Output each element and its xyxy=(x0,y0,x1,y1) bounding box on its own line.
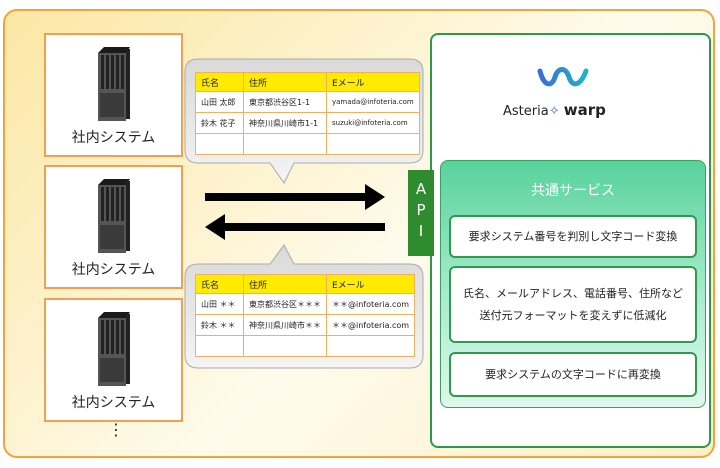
header-email: Eメール xyxy=(326,72,420,92)
cell-name: 鈴木 ＊＊ xyxy=(195,314,244,336)
service-card-2: 氏名、メールアドレス、電話番号、住所など 送付元フォーマットを変えずに低減化 xyxy=(449,266,697,343)
table-row: 山田 太郎 東京都渋谷区1-1 yamada@infoteria.com xyxy=(195,91,420,113)
cell-email: suzuki@infoteria.com xyxy=(326,112,420,134)
service-card-1: 要求システム番号を判別し文字コード変換 xyxy=(449,215,697,258)
cell-address xyxy=(243,335,327,357)
server-icon xyxy=(98,179,130,253)
server-icon xyxy=(98,312,130,386)
cell-address: 東京都渋谷区1-1 xyxy=(243,91,327,113)
api-label: A P I xyxy=(408,170,434,256)
brand-text: Asteria✧ warp xyxy=(503,101,606,119)
original-data-table: 氏名 住所 Eメール 山田 太郎 東京都渋谷区1-1 yamada@infote… xyxy=(195,72,420,155)
service-title: 共通サービス xyxy=(531,183,615,199)
table-row xyxy=(195,335,416,357)
cell-address xyxy=(243,133,327,155)
table-row: 鈴木 花子 神奈川県川崎市1-1 suzuki@infoteria.com xyxy=(195,112,420,134)
header-name: 氏名 xyxy=(195,274,244,294)
cell-name xyxy=(195,133,244,155)
cell-email: ＊＊@infoteria.com xyxy=(325,293,416,315)
header-email: Eメール xyxy=(325,274,416,294)
table-row: 鈴木 ＊＊ 神奈川県川崎市＊＊ ＊＊@infoteria.com xyxy=(195,314,416,336)
more-systems-indicator: ⋮ xyxy=(108,420,124,439)
internal-system-3: 社内システム xyxy=(44,298,183,422)
cell-address: 神奈川県川崎市＊＊ xyxy=(243,314,327,336)
cell-email xyxy=(326,133,420,155)
header-name: 氏名 xyxy=(195,72,244,92)
cell-name: 山田 ＊＊ xyxy=(195,293,244,315)
cell-address: 神奈川県川崎市1-1 xyxy=(243,112,327,134)
table-header-row: 氏名 住所 Eメール xyxy=(195,72,420,92)
masked-data-table: 氏名 住所 Eメール 山田 ＊＊ 東京都渋谷区＊＊＊ ＊＊@infoteria.… xyxy=(195,274,416,357)
right-arrow-icon xyxy=(205,184,385,210)
cell-email: yamada@infoteria.com xyxy=(326,91,420,113)
system-label: 社内システム xyxy=(71,262,156,278)
system-label: 社内システム xyxy=(71,130,156,146)
table-header-row: 氏名 住所 Eメール xyxy=(195,274,416,294)
cell-name: 山田 太郎 xyxy=(195,91,244,113)
cell-email xyxy=(325,335,416,357)
internal-system-2: 社内システム xyxy=(44,165,183,289)
table-row: 山田 ＊＊ 東京都渋谷区＊＊＊ ＊＊@infoteria.com xyxy=(195,293,416,315)
data-flow-arrows xyxy=(205,184,385,240)
cell-name: 鈴木 花子 xyxy=(195,112,244,134)
header-address: 住所 xyxy=(243,274,327,294)
header-address: 住所 xyxy=(243,72,327,92)
cell-email: ＊＊@infoteria.com xyxy=(325,314,416,336)
left-arrow-icon xyxy=(205,214,385,240)
internal-system-1: 社内システム xyxy=(44,33,183,157)
service-card-3: 要求システムの文字コードに再変換 xyxy=(449,352,697,397)
system-label: 社内システム xyxy=(71,395,156,411)
asteria-warp-logo-icon xyxy=(537,67,589,87)
table-row xyxy=(195,133,420,155)
server-icon xyxy=(98,47,130,121)
asteria-warp-logo: Asteria✧ warp xyxy=(493,53,633,129)
cell-name xyxy=(195,335,244,357)
cell-address: 東京都渋谷区＊＊＊ xyxy=(243,293,327,315)
